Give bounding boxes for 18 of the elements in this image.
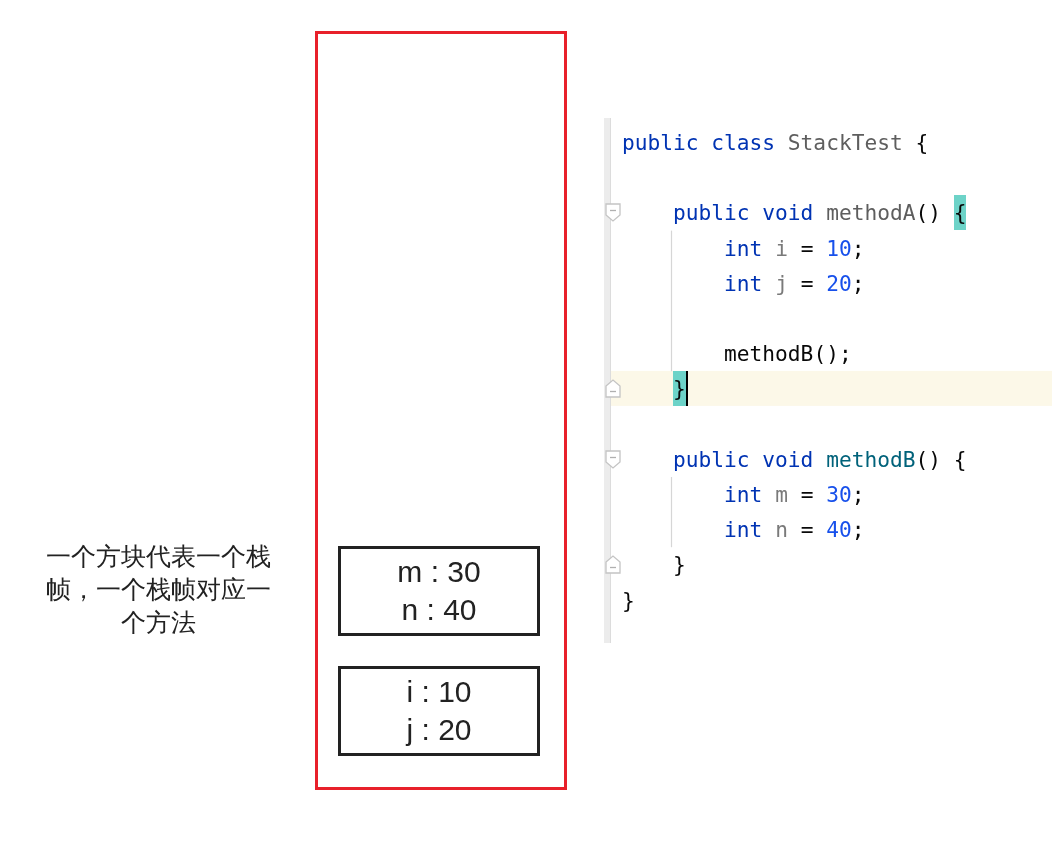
code-line: int i = 10; <box>724 234 865 263</box>
code-line: int m = 30; <box>724 481 865 509</box>
stack-frame <box>338 666 540 756</box>
code-line: methodB(); <box>724 340 852 369</box>
code-line: public void methodA() { <box>673 195 967 231</box>
variable-value: i : 10 <box>406 674 472 710</box>
code-line: } <box>673 551 686 580</box>
variable-value: n : 40 <box>401 592 477 628</box>
code-line: int n = 40; <box>724 516 865 545</box>
code-line: } <box>622 586 635 615</box>
note-text: 一个方块代表一个栈帧，一个栈帧对应一个方法 <box>44 541 272 639</box>
code-line: int j = 20; <box>724 269 865 298</box>
variable-value: j : 20 <box>406 712 472 748</box>
code-line: public class StackTest { <box>622 129 929 157</box>
stack-frame <box>338 546 540 636</box>
stack-rectangle <box>315 31 567 790</box>
code-line: public void methodB() { <box>673 445 967 474</box>
variable-value: m : 30 <box>397 554 481 590</box>
